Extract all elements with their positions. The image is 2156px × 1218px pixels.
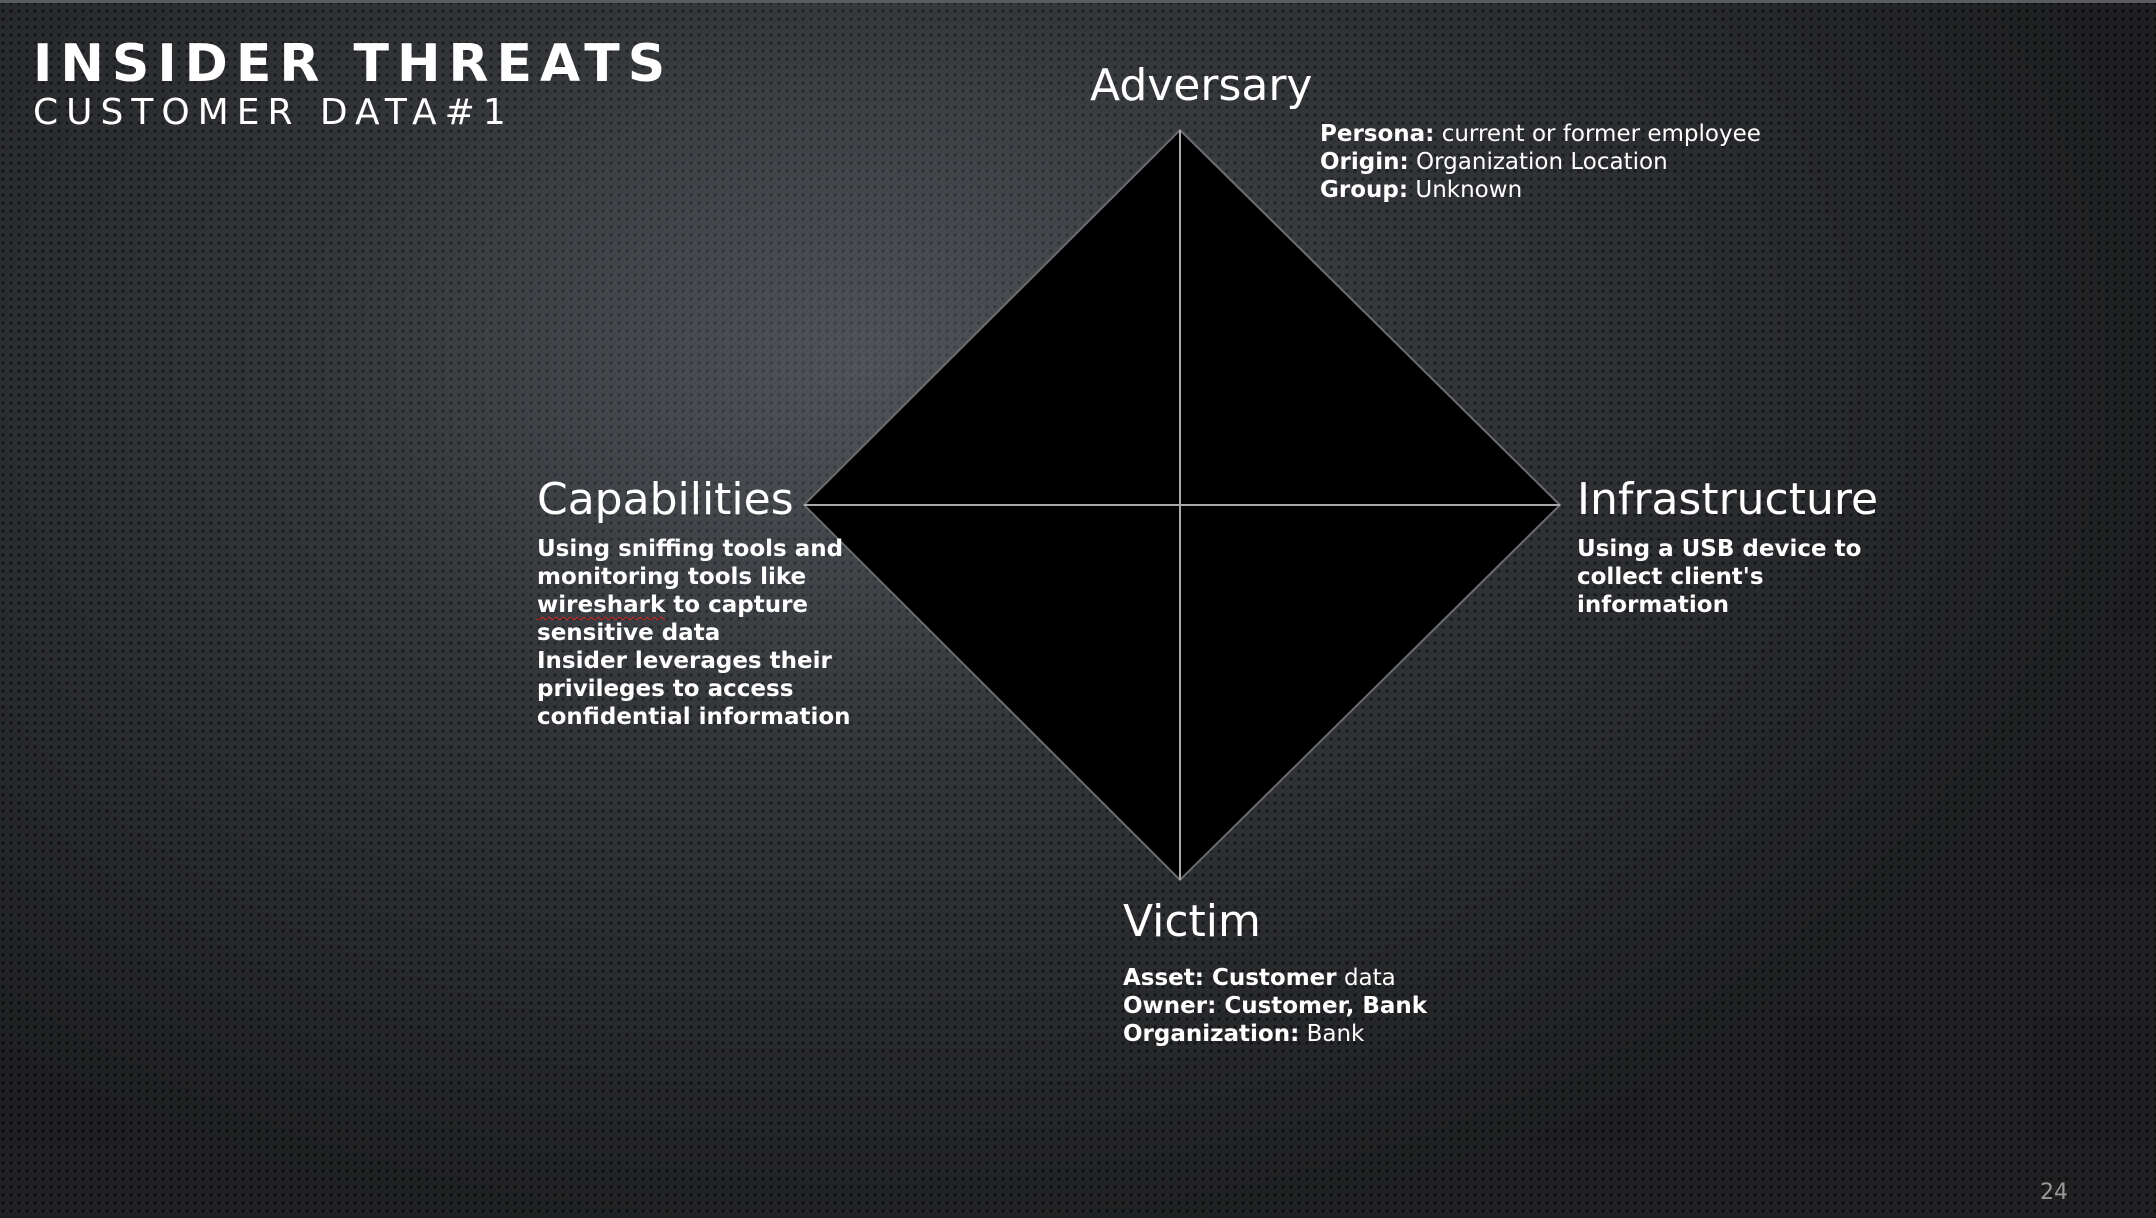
asset-label: Asset: Customer — [1123, 965, 1337, 991]
group-label: Group: — [1320, 177, 1409, 203]
adversary-persona: Persona: current or former employee — [1320, 120, 1761, 148]
slide-subtitle: CUSTOMER DATA#1 — [33, 92, 514, 133]
infrastructure-line: Using a USB device to — [1577, 536, 1862, 562]
infrastructure-line: collect client's — [1577, 564, 1764, 590]
persona-label: Persona: — [1320, 121, 1435, 147]
capabilities-details: Using sniffing tools and monitoring tool… — [537, 535, 851, 731]
victim-heading: Victim — [1123, 896, 1261, 947]
capabilities-line: privileges to access — [537, 676, 794, 702]
victim-owner: Owner: Customer, Bank — [1123, 992, 1427, 1020]
victim-organization: Organization: Bank — [1123, 1020, 1427, 1048]
capabilities-line: sensitive data — [537, 620, 721, 646]
capabilities-line-rest: to capture — [665, 592, 809, 618]
adversary-group: Group: Unknown — [1320, 176, 1761, 204]
capabilities-heading: Capabilities — [537, 474, 794, 525]
capabilities-line: confidential information — [537, 704, 851, 730]
adversary-origin: Origin: Organization Location — [1320, 148, 1761, 176]
infrastructure-heading: Infrastructure — [1577, 474, 1879, 525]
owner-label: Owner: Customer, Bank — [1123, 993, 1428, 1019]
slide-title: INSIDER THREATS — [33, 34, 674, 94]
capabilities-line: monitoring tools like — [537, 564, 807, 590]
group-value: Unknown — [1408, 177, 1523, 203]
adversary-heading: Adversary — [1090, 60, 1313, 111]
infrastructure-details: Using a USB device to collect client's i… — [1577, 535, 1861, 619]
origin-label: Origin: — [1320, 149, 1409, 175]
organization-label: Organization: — [1123, 1021, 1300, 1047]
page-number: 24 — [2040, 1180, 2068, 1205]
top-border-line — [0, 0, 2156, 3]
adversary-details: Persona: current or former employee Orig… — [1320, 120, 1761, 204]
organization-value: Bank — [1299, 1021, 1365, 1047]
persona-value: current or former employee — [1434, 121, 1761, 147]
capabilities-line: Insider leverages their — [537, 648, 832, 674]
infrastructure-line: information — [1577, 592, 1729, 618]
spellcheck-word: wireshark — [537, 592, 666, 618]
asset-value: data — [1336, 965, 1396, 991]
victim-details: Asset: Customer data Owner: Customer, Ba… — [1123, 964, 1427, 1048]
capabilities-line: wireshark to capture — [537, 591, 851, 619]
victim-asset: Asset: Customer data — [1123, 964, 1427, 992]
origin-value: Organization Location — [1408, 149, 1668, 175]
capabilities-line: Using sniffing tools and — [537, 536, 844, 562]
